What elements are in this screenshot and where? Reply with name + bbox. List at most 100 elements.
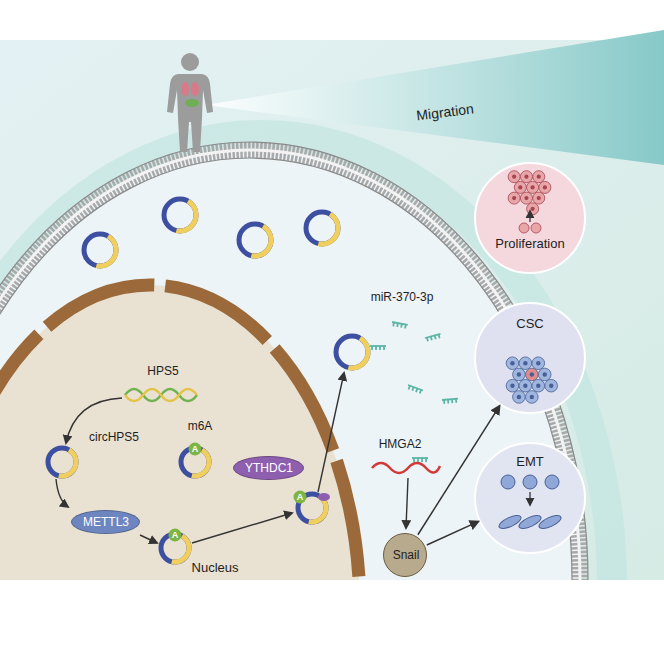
proliferation-circle-fill [475, 163, 585, 273]
cell-icon [537, 196, 541, 200]
circrna-ring [176, 443, 214, 481]
cell-icon [530, 372, 534, 376]
mirna-strand [370, 322, 458, 462]
mirna-strand [447, 399, 449, 403]
csc-circle-fill [475, 303, 585, 413]
circrna-ring [43, 443, 81, 481]
nuclear-envelope [0, 285, 360, 580]
cell-icon [520, 192, 532, 204]
cell-icon [531, 185, 535, 189]
cell-icon [506, 357, 519, 370]
cell-icon [543, 185, 547, 189]
mirna-strand [371, 346, 373, 350]
mirna-strand [412, 458, 428, 462]
mirna-strand [407, 385, 423, 394]
flow-arrows [318, 373, 344, 492]
emt-cells [523, 475, 537, 489]
cell-icon [549, 384, 553, 388]
circrna-ring [158, 193, 202, 237]
cell-icon [514, 181, 526, 193]
cell-icon [513, 391, 526, 404]
flow-arrows [140, 535, 157, 543]
node-text: METTL3 [83, 516, 129, 530]
node-text: Nucleus [192, 561, 239, 576]
human-figure [167, 74, 213, 152]
flow-arrows [192, 513, 292, 543]
emt-cells [545, 475, 559, 489]
cell-icon [510, 384, 514, 388]
mirna-strand [425, 458, 427, 462]
mirna-strand [442, 399, 458, 404]
hmga2-mrna [372, 463, 440, 473]
mirna-strand [375, 346, 377, 350]
cell-icon [510, 361, 514, 365]
human-figure [185, 99, 199, 107]
cell-cluster [506, 171, 557, 404]
migration-label: Migration [415, 101, 474, 124]
cell-icon [539, 181, 551, 193]
emt-cells [529, 492, 530, 505]
node-text: Proliferation [495, 237, 564, 252]
human-figure [191, 82, 199, 96]
mirna-strand [451, 399, 453, 403]
mirna-strand [409, 386, 410, 390]
proliferation-arrow [529, 211, 530, 222]
cell-icon [538, 368, 551, 381]
mirna-strand [412, 387, 413, 391]
mirna-strand [427, 337, 428, 341]
m6a-dot [169, 529, 182, 542]
cell-icon [527, 181, 539, 193]
cell-icon [526, 368, 539, 381]
nucleus-region: Nucleus METTL3 YTHDC1 [0, 285, 365, 580]
cell-icon [536, 361, 540, 365]
migration-wedge [205, 30, 664, 165]
snail-circle: Snail [383, 533, 427, 577]
hps5-dna [125, 389, 197, 401]
mirna-strand [417, 458, 419, 462]
emt-cells [517, 513, 543, 531]
mirna-strand [379, 346, 381, 350]
cell-icon [519, 357, 532, 370]
hps5-dna [125, 389, 197, 401]
mirna-strand [455, 399, 457, 403]
mirna-strand [420, 390, 421, 394]
cell-icon [523, 384, 527, 388]
mirna-strand [400, 324, 402, 328]
cell-icon [520, 171, 532, 183]
cell-icon [537, 175, 541, 179]
mirna-strand [391, 322, 407, 329]
cell-icon [517, 372, 521, 376]
mirna-strand [413, 458, 415, 462]
cell-icon [527, 203, 539, 215]
mirna-label: miR-370-3p [371, 291, 434, 305]
human-figure [167, 53, 213, 152]
cell-icon [532, 379, 545, 392]
cell-icon [531, 207, 535, 211]
cell-icon [513, 368, 526, 381]
mirna-strand [435, 335, 436, 339]
m6a-dot [169, 443, 307, 542]
migration-band [0, 135, 612, 580]
circrna-ring [43, 193, 374, 567]
mirna-strand [416, 388, 417, 392]
reader-ellipse: YTHDC1 [233, 456, 304, 480]
mirna-strand [425, 334, 441, 342]
mirna-strand [443, 400, 445, 404]
human-figure [181, 53, 199, 71]
cell-icon [512, 175, 516, 179]
m6a-mark: A [192, 444, 199, 454]
proliferation-circle: Proliferation [475, 163, 585, 273]
cell-icon [533, 192, 545, 204]
emt-circle-fill [475, 443, 585, 553]
circrna-ring [330, 330, 374, 374]
cell-icon [532, 357, 545, 370]
mirna-strand [439, 334, 440, 338]
cell-membrane [0, 142, 588, 580]
emt-cells [501, 475, 515, 489]
circrna-ring [78, 228, 122, 272]
ythdc1-bound [318, 493, 330, 501]
csc-circle: CSC [475, 303, 585, 413]
